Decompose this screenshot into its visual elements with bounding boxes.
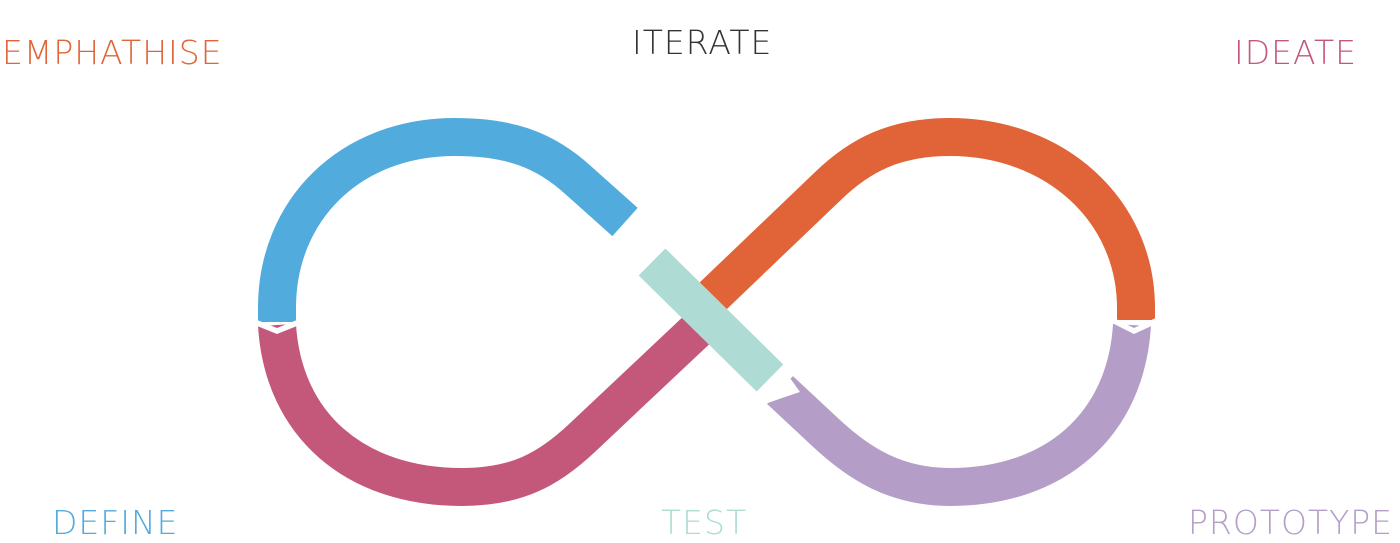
- join-notch-right: [1110, 316, 1160, 334]
- segment-teal: [638, 248, 784, 392]
- segment-purple: [767, 323, 1151, 507]
- label-prototype: PROTOTYPE: [1188, 503, 1394, 542]
- label-define: DEFINE: [52, 503, 179, 542]
- label-test: TEST: [661, 503, 748, 542]
- segment-blue: [258, 117, 638, 322]
- join-notch-center-bottom: [753, 378, 800, 404]
- join-notch-center-top: [606, 230, 658, 255]
- segment-orange: [676, 117, 1155, 332]
- label-empathise: EMPHATHISE: [2, 33, 223, 72]
- join-notch-left: [252, 318, 302, 334]
- segment-pink: [258, 294, 734, 507]
- label-iterate: ITERATE: [632, 23, 773, 62]
- label-ideate: IDEATE: [1234, 33, 1358, 72]
